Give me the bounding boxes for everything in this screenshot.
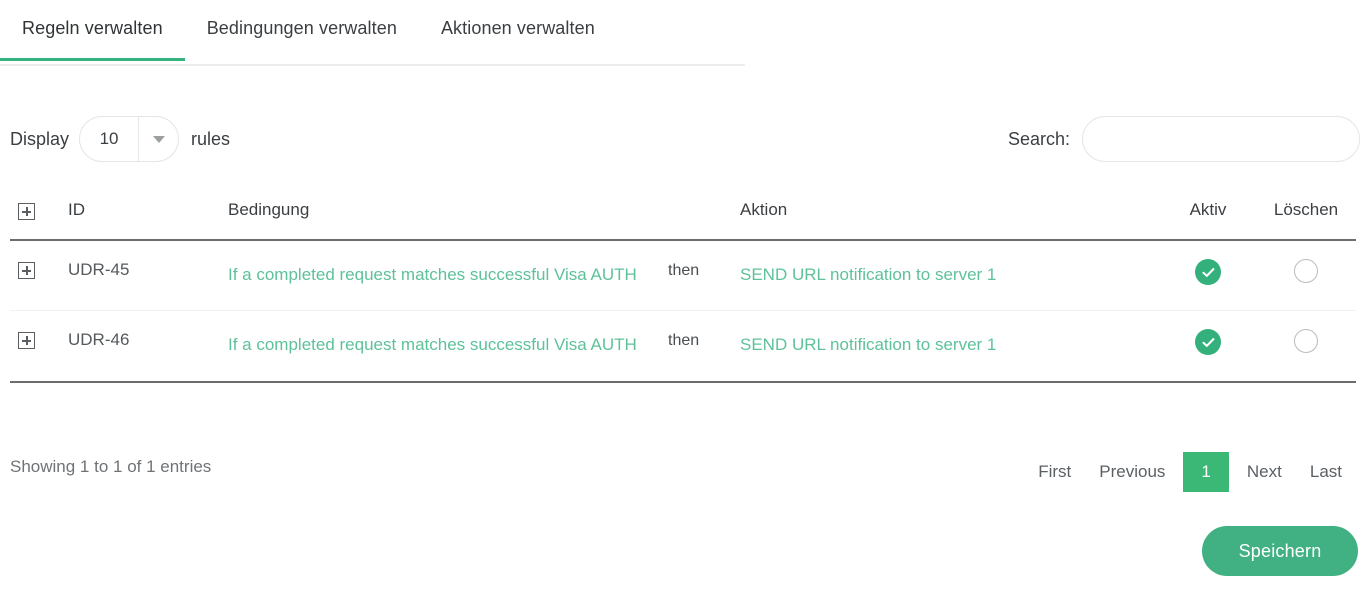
- header-aktiv[interactable]: Aktiv: [1189, 200, 1227, 219]
- entries-info: Showing 1 to 1 of 1 entries: [10, 457, 212, 476]
- header-loeschen[interactable]: Löschen: [1273, 200, 1339, 219]
- row-bedingung[interactable]: If a completed request matches successfu…: [228, 335, 637, 355]
- tab-bedingungen-verwalten[interactable]: Bedingungen verwalten: [185, 0, 419, 59]
- pagination-next[interactable]: Next: [1246, 462, 1282, 481]
- tab-aktionen-verwalten[interactable]: Aktionen verwalten: [419, 0, 617, 59]
- row-aktion[interactable]: SEND URL notification to server 1: [740, 265, 997, 284]
- page-size-select[interactable]: 10: [79, 116, 180, 162]
- row-aktiv-cell: [1160, 259, 1256, 285]
- expand-row-plus-icon[interactable]: [18, 332, 35, 350]
- display-length-group: Display 10 rules: [10, 116, 230, 162]
- check-icon[interactable]: [1195, 259, 1221, 285]
- check-icon[interactable]: [1195, 329, 1221, 356]
- delete-radio-icon[interactable]: [1294, 329, 1318, 354]
- pagination: First Previous 1 Next Last: [1024, 452, 1356, 492]
- delete-radio-icon[interactable]: [1294, 259, 1318, 283]
- row-expand-cell: [10, 329, 68, 354]
- pagination-first[interactable]: First: [1038, 462, 1072, 481]
- save-button[interactable]: Speichern: [1202, 526, 1358, 576]
- pagination-last[interactable]: Last: [1309, 462, 1342, 481]
- tab-label: Aktionen verwalten: [440, 18, 595, 38]
- table-header-row: ID Bedingung Aktion Aktiv Löschen: [10, 192, 1356, 241]
- tab-label: Bedingungen verwalten: [206, 18, 397, 38]
- header-id[interactable]: ID: [68, 200, 85, 219]
- row-aktiv-cell: [1160, 329, 1256, 356]
- row-loeschen-cell: [1256, 329, 1356, 354]
- tab-regeln-verwalten[interactable]: Regeln verwalten: [0, 0, 185, 61]
- search-label: Search:: [1007, 128, 1070, 149]
- row-then-label: then: [668, 332, 700, 350]
- tab-label: Regeln verwalten: [22, 18, 163, 38]
- row-bedingung[interactable]: If a completed request matches successfu…: [228, 265, 637, 284]
- chevron-down-icon: [139, 135, 178, 143]
- display-label: Display: [10, 128, 70, 149]
- table-row: UDR-45 If a completed request matches su…: [10, 241, 1356, 312]
- row-then-label: then: [668, 262, 700, 279]
- table-row: UDR-46 If a completed request matches su…: [10, 311, 1356, 383]
- row-expand-cell: [10, 259, 68, 284]
- search-input[interactable]: [1082, 116, 1360, 162]
- tab-bar: Regeln verwalten Bedingungen verwalten A…: [0, 0, 745, 66]
- table-controls: Display 10 rules Search:: [0, 110, 1366, 172]
- row-aktion[interactable]: SEND URL notification to server 1: [740, 335, 997, 355]
- pagination-page-1[interactable]: 1: [1183, 452, 1229, 492]
- page-size-value: 10: [99, 129, 119, 148]
- expand-all-plus-icon[interactable]: [18, 203, 35, 220]
- search-group: Search:: [1008, 116, 1360, 162]
- rules-label: rules: [191, 128, 231, 149]
- header-expand-all-cell: [10, 200, 68, 225]
- pagination-previous[interactable]: Previous: [1099, 462, 1166, 481]
- select-divider: [138, 116, 140, 162]
- row-id: UDR-45: [68, 260, 130, 279]
- row-loeschen-cell: [1256, 259, 1356, 283]
- rules-table: ID Bedingung Aktion Aktiv Löschen UDR-45…: [10, 192, 1356, 383]
- table-footer: Showing 1 to 1 of 1 entries First Previo…: [0, 452, 1366, 512]
- header-bedingung[interactable]: Bedingung: [228, 200, 310, 219]
- row-id: UDR-46: [68, 330, 130, 350]
- header-aktion[interactable]: Aktion: [740, 200, 788, 219]
- expand-row-plus-icon[interactable]: [18, 262, 35, 279]
